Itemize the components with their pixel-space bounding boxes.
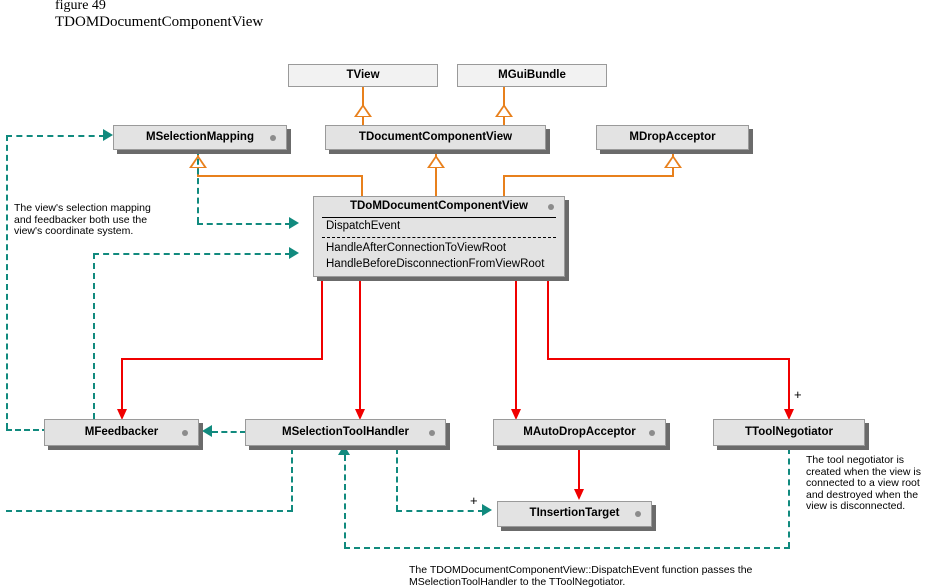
class-name-mfeedbacker: MFeedbacker bbox=[84, 425, 159, 438]
assoc-arrow-tinsertiontarget bbox=[482, 504, 492, 516]
inherit-mda-stem-down bbox=[672, 167, 674, 177]
inheritance-triangle-mguibundle bbox=[495, 104, 513, 117]
plus-marker-ttoolnegotiator: + bbox=[794, 387, 802, 402]
assoc-arrow-mselectiontoolhandler-up bbox=[338, 445, 350, 455]
assoc-ttn-down-v bbox=[788, 448, 790, 548]
compartment-divider-dashed bbox=[322, 237, 556, 238]
note-coordinate-system: The view's selection mapping and feedbac… bbox=[14, 202, 151, 238]
plus-marker-tinsertiontarget: + bbox=[470, 493, 478, 508]
class-name-mselectionmapping: MSelectionMapping bbox=[146, 130, 254, 143]
class-box-mselectionmapping[interactable]: MSelectionMapping bbox=[113, 125, 287, 150]
class-box-tview[interactable]: TView bbox=[288, 64, 438, 87]
assoc-msm-h bbox=[197, 223, 291, 225]
figure-number: figure 49 bbox=[55, 0, 106, 13]
assoc-feedbacker-up-v bbox=[93, 253, 95, 419]
abstract-marker-dot bbox=[649, 429, 655, 436]
class-name-tview: TView bbox=[346, 68, 380, 81]
assoc-leftrail-v bbox=[6, 135, 8, 429]
assoc-arrow-mselectionmapping bbox=[103, 129, 113, 141]
compose-arrow-mautodropacceptor bbox=[511, 409, 521, 420]
class-box-mautodropacceptor[interactable]: MAutoDropAcceptor bbox=[493, 419, 666, 446]
inherit-msm-drop bbox=[361, 175, 363, 197]
assoc-msth-down-v bbox=[291, 448, 293, 511]
assoc-ttn-up-v bbox=[344, 455, 346, 548]
class-box-mdropacceptor[interactable]: MDropAcceptor bbox=[596, 125, 749, 150]
assoc-msth-to-mfeedbacker-h bbox=[212, 431, 246, 433]
figure-title: TDOMDocumentComponentView bbox=[55, 14, 264, 30]
assoc-ttn-bottom-h bbox=[344, 547, 790, 549]
compose-arrow-mfeedbacker bbox=[117, 409, 127, 420]
assoc-leftrail-bottom-h bbox=[6, 429, 48, 431]
class-name-ttoolnegotiator: TToolNegotiator bbox=[745, 425, 833, 438]
assoc-leftrail-top-h bbox=[6, 135, 105, 137]
assoc-arrow-main-lower bbox=[289, 247, 299, 259]
compose-mselectiontoolhandler-v bbox=[359, 278, 361, 414]
inherit-mda-drop bbox=[503, 175, 505, 197]
class-name-mselectiontoolhandler: MSelectionToolHandler bbox=[282, 425, 409, 438]
class-name-mdropacceptor: MDropAcceptor bbox=[629, 130, 716, 143]
class-box-tinsertiontarget[interactable]: TInsertionTarget bbox=[497, 501, 652, 527]
assoc-msth-bottomleft-h bbox=[6, 510, 293, 512]
note-tool-negotiator-lifecycle: The tool negotiator is created when the … bbox=[806, 454, 921, 513]
inheritance-triangle-mdropacceptor bbox=[664, 155, 682, 168]
compose-mfeedbacker-v2 bbox=[121, 358, 123, 414]
class-box-mselectiontoolhandler[interactable]: MSelectionToolHandler bbox=[245, 419, 446, 446]
inherit-tdcv-stem-down bbox=[435, 167, 437, 197]
method-handlebeforedisconnectionfromviewroot: HandleBeforeDisconnectionFromViewRoot bbox=[326, 258, 545, 270]
compartment-divider-solid bbox=[322, 217, 556, 218]
compose-arrow-tinsertiontarget bbox=[574, 489, 584, 500]
class-header-main: TDoMDocumentComponentView bbox=[314, 197, 564, 217]
class-box-mguibundle[interactable]: MGuiBundle bbox=[457, 64, 607, 87]
class-box-ttoolnegotiator[interactable]: TToolNegotiator bbox=[713, 419, 865, 446]
abstract-marker-dot bbox=[270, 134, 276, 141]
assoc-msth-to-tit-v bbox=[396, 448, 398, 511]
inherit-mguibundle-stem-lower bbox=[503, 117, 505, 125]
note-dispatchevent-passes-handler: The TDOMDocumentComponentView::DispatchE… bbox=[409, 564, 753, 588]
assoc-arrow-mfeedbacker-left bbox=[202, 425, 212, 437]
inheritance-triangle-tview bbox=[354, 104, 372, 117]
compose-mfeedbacker-v1 bbox=[321, 278, 323, 360]
abstract-marker-dot bbox=[635, 511, 641, 517]
compose-ttoolnegotiator-v2 bbox=[788, 358, 790, 414]
class-name-tdocumentcomponentview: TDocumentComponentView bbox=[358, 130, 513, 143]
assoc-msm-down-v bbox=[197, 149, 199, 223]
class-name-mautodropacceptor: MAutoDropAcceptor bbox=[523, 425, 636, 438]
assoc-msth-to-tit-h bbox=[396, 510, 484, 512]
inherit-tdcv-stem-up bbox=[435, 149, 437, 157]
class-name-tdomdocumentcomponentview: TDoMDocumentComponentView bbox=[349, 200, 529, 213]
compose-arrow-ttoolnegotiator bbox=[784, 409, 794, 420]
assoc-feedbacker-h bbox=[93, 253, 291, 255]
class-box-tdocumentcomponentview[interactable]: TDocumentComponentView bbox=[325, 125, 546, 150]
inheritance-triangle-tdocumentcomponentview bbox=[427, 155, 445, 168]
class-box-mfeedbacker[interactable]: MFeedbacker bbox=[44, 419, 199, 446]
inherit-msm-elbow bbox=[197, 175, 363, 177]
inherit-mguibundle-stem-upper bbox=[503, 86, 505, 110]
abstract-marker-dot bbox=[182, 429, 188, 436]
figure-caption: figure 49 TDOMDocumentComponentView bbox=[55, 0, 263, 31]
inherit-tview-stem-lower bbox=[362, 117, 364, 125]
compose-mfeedbacker-h bbox=[121, 358, 323, 360]
inherit-mda-elbow bbox=[503, 175, 674, 177]
class-name-tinsertiontarget: TInsertionTarget bbox=[529, 507, 620, 520]
compose-arrow-mselectiontoolhandler bbox=[355, 409, 365, 420]
abstract-marker-dot bbox=[548, 204, 554, 210]
compose-ttoolnegotiator-v1 bbox=[547, 278, 549, 360]
assoc-arrow-main-upper bbox=[289, 217, 299, 229]
class-box-tdomdocumentcomponentview[interactable]: TDoMDocumentComponentView DispatchEvent … bbox=[313, 196, 565, 277]
class-name-mguibundle: MGuiBundle bbox=[498, 68, 566, 81]
inherit-tview-stem-upper bbox=[362, 86, 364, 110]
compose-tinsertiontarget-v bbox=[578, 448, 580, 490]
abstract-marker-dot bbox=[429, 429, 435, 436]
inherit-mda-stem-up bbox=[672, 149, 674, 157]
method-handleafterconnectiontoviewroot: HandleAfterConnectionToViewRoot bbox=[326, 242, 507, 254]
method-dispatchevent: DispatchEvent bbox=[326, 220, 401, 232]
compose-ttoolnegotiator-h bbox=[547, 358, 790, 360]
compose-mautodropacceptor-v bbox=[515, 278, 517, 414]
